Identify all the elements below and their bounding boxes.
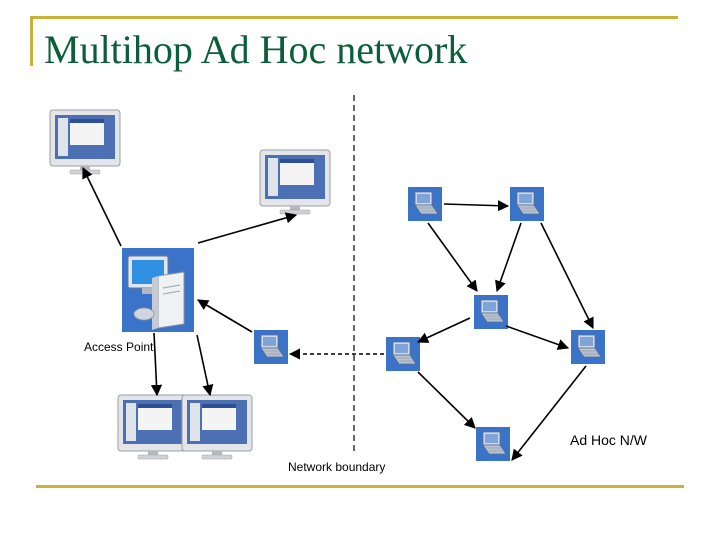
laptop-icon-top-left xyxy=(407,186,443,222)
link-ap-to-desktop-bottom-left xyxy=(150,332,163,397)
link-adhoc-top-right-to-center xyxy=(495,222,522,293)
access-point-label: Access Point xyxy=(84,340,154,354)
link-ap-to-desktop-top-left xyxy=(82,166,122,247)
link-ap-to-desktop-top-middle xyxy=(197,212,298,244)
adhoc-network-label: Ad Hoc N/W xyxy=(570,432,648,448)
link-laptop-to-ap xyxy=(197,299,253,333)
slide-title: Multihop Ad Hoc network xyxy=(44,27,468,72)
link-adhoc-top-right-to-right xyxy=(540,222,594,330)
link-adhoc-center-to-boundary-laptop xyxy=(416,317,471,343)
desktop-monitor-icon-bottom-right xyxy=(181,394,253,460)
link-adhoc-right-to-bottom xyxy=(511,365,587,461)
laptop-icon-boundary-right xyxy=(385,336,421,372)
frame-top-rule xyxy=(30,16,678,19)
laptop-icon-right xyxy=(570,329,606,365)
laptop-icon-bottom xyxy=(475,426,511,462)
laptop-icon-top-right xyxy=(509,186,545,222)
access-point-server-icon xyxy=(122,248,194,332)
link-adhoc-top-left-to-center xyxy=(427,222,478,292)
link-adhoc-top-left-to-top-right xyxy=(443,200,510,212)
link-adhoc-boundary-laptop-to-bottom xyxy=(417,371,476,429)
laptop-icon-boundary-left xyxy=(253,329,289,365)
desktop-monitor-icon-top-middle xyxy=(259,149,331,215)
desktop-monitor-icon-bottom-left xyxy=(117,394,189,460)
frame-left-rule xyxy=(30,16,33,66)
laptop-icon-center xyxy=(473,294,509,330)
network-boundary-label: Network boundary xyxy=(288,460,386,474)
link-adhoc-center-to-right xyxy=(505,325,570,350)
desktop-monitor-icon-top-left xyxy=(49,109,121,175)
link-ap-to-desktop-bottom-right xyxy=(196,334,214,397)
frame-bottom-rule xyxy=(36,485,684,488)
